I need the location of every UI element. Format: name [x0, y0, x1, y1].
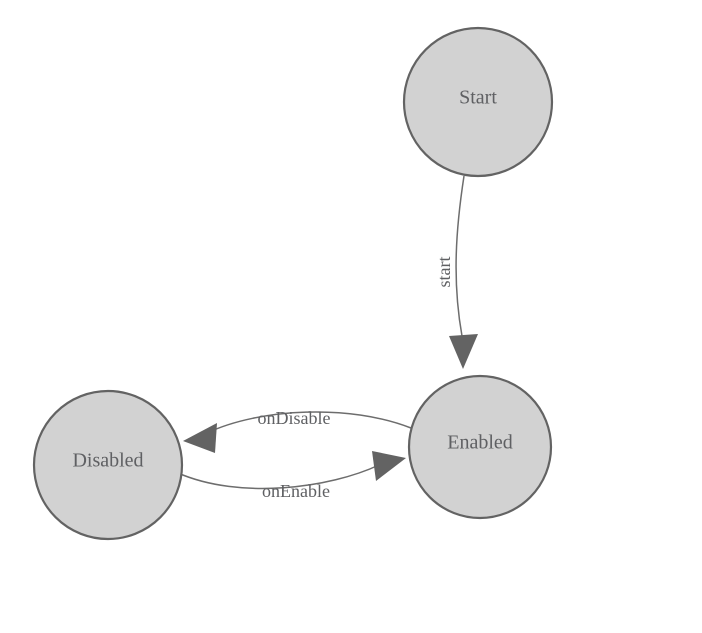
- edge-label-on-disable: onDisable: [258, 408, 331, 428]
- edge-label-start: start: [434, 257, 454, 288]
- edge-enabled-to-disabled-path: [206, 411, 412, 434]
- node-start-circle: [402, 26, 554, 178]
- edge-disabled-to-enabled[interactable]: [177, 451, 406, 490]
- edge-enabled-to-disabled-arrowhead: [183, 423, 217, 453]
- edge-start-to-enabled-arrowhead: [449, 334, 478, 369]
- node-start-label: Start: [459, 87, 497, 109]
- node-enabled[interactable]: Enabled: [407, 374, 553, 520]
- edge-start-to-enabled-path: [455, 175, 465, 337]
- edge-label-on-enable: onEnable: [262, 481, 330, 501]
- node-enabled-circle: [407, 374, 553, 520]
- edge-enabled-to-disabled[interactable]: [183, 411, 412, 453]
- node-disabled[interactable]: Disabled: [32, 389, 184, 541]
- edge-disabled-to-enabled-path: [177, 464, 380, 490]
- edge-disabled-to-enabled-arrowhead: [372, 451, 406, 481]
- node-enabled-label: Enabled: [447, 432, 513, 454]
- node-disabled-label: Disabled: [72, 450, 143, 472]
- edge-start-to-enabled[interactable]: [449, 175, 478, 369]
- node-start[interactable]: Start: [402, 26, 554, 178]
- node-disabled-circle: [32, 389, 184, 541]
